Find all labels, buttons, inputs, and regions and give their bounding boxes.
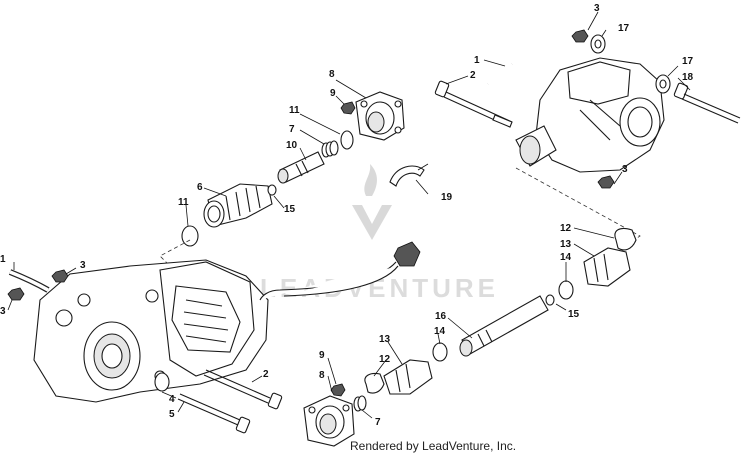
- callout: 10: [286, 140, 298, 151]
- callout: 11: [178, 197, 189, 208]
- callout: 15: [568, 309, 580, 320]
- callout: 13: [560, 239, 572, 250]
- callout: 3: [594, 3, 600, 14]
- callout: 2: [263, 369, 269, 380]
- callout: 8: [319, 370, 325, 381]
- callout: 19: [441, 192, 453, 203]
- callout: 14: [434, 326, 446, 337]
- callout: 9: [330, 88, 336, 99]
- callout: 17: [682, 56, 694, 67]
- callout: 9: [319, 350, 325, 361]
- callout: 18: [682, 72, 694, 83]
- callout: 12: [560, 223, 572, 234]
- callout: 14: [560, 252, 572, 263]
- callout: 7: [375, 417, 381, 428]
- callout: 11: [289, 105, 300, 116]
- callout: 2: [470, 70, 476, 81]
- callout: 3: [80, 260, 86, 271]
- callout: 3: [0, 306, 6, 317]
- callout: 6: [197, 182, 203, 193]
- callout: 13: [379, 334, 391, 345]
- render-credit: Rendered by LeadVenture, Inc.: [350, 439, 517, 453]
- callout: 3: [622, 164, 628, 175]
- callout: 1: [0, 254, 6, 265]
- callout: 17: [618, 23, 630, 34]
- rear-differential-assembly: 1 2 3 17 17 18 3: [434, 3, 741, 189]
- rear-driveshaft-assembly: 12 13 14 15 16 14 13 12 9 8 7: [303, 223, 637, 447]
- callout: 16: [435, 311, 447, 322]
- callout: 15: [284, 204, 296, 215]
- callout: 7: [289, 124, 295, 135]
- callout: 4: [169, 394, 175, 405]
- callout: 1: [474, 55, 480, 66]
- front-driveshaft-assembly: 8 9 11 7 10 6 11 15 19: [178, 69, 453, 247]
- gearcase-assembly: 1 3 3 2 4 5: [0, 241, 421, 434]
- watermark-logo: LEADVENTURE: [260, 164, 495, 303]
- callout: 12: [379, 354, 391, 365]
- callout: 5: [169, 409, 175, 420]
- callout: 8: [329, 69, 335, 80]
